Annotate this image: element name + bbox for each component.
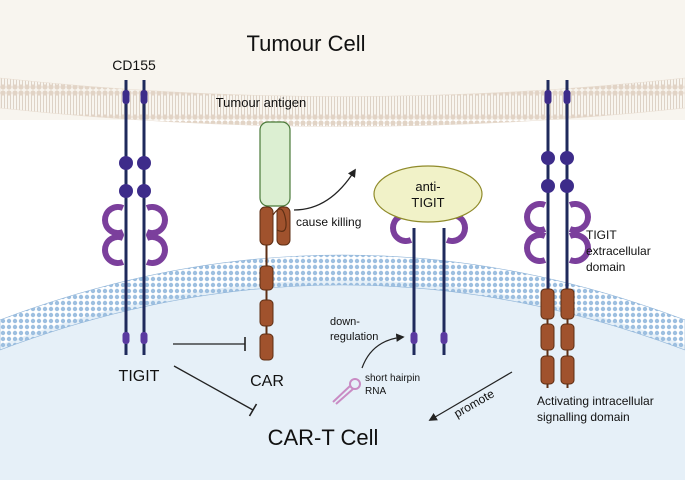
shrna-label-line2: RNA [365,386,386,397]
cd155-tm-left-1 [122,90,130,104]
cd155-node [560,151,574,165]
cd155-node [560,179,574,193]
t-cell-body [0,280,685,480]
tigit-tm-left-1 [122,332,130,344]
car-domain [259,299,274,327]
tigit-arc [568,232,591,264]
cd155-node [137,156,151,170]
tigit-tm-left-2 [140,332,148,344]
t-cell-membrane [0,254,685,351]
activating-domain [540,355,555,385]
car-domain [259,333,274,361]
tigit-tm-mid-2 [440,332,448,344]
tigit-arc [145,204,168,236]
car-domain [276,206,291,246]
tigit-arc [568,201,591,233]
cd155-node [541,151,555,165]
tigit-inhibits-car [173,337,246,351]
down-regulation-arrow [361,333,405,369]
tigit-tm-mid-1 [410,332,418,344]
promote-arrow [428,371,513,421]
cause-killing-label: cause killing [296,215,361,229]
car-label: CAR [250,373,284,390]
car-linker [272,208,287,232]
cd155-node [119,156,133,170]
cd155-tm-right-1 [544,90,552,104]
anti-tigit-label-line1: anti- [415,179,440,194]
cd155-node [137,184,151,198]
tigit-ext-label-line1: TIGIT [586,228,617,242]
activating-label-line2: signalling domain [537,410,630,424]
tumour-cell-membrane [0,77,685,127]
activating-domain [540,323,555,351]
shrna-icon [332,378,361,405]
tigit-ext-label-line3: domain [586,260,625,274]
tigit-car-chimera-right [524,80,591,388]
cd155-node [541,179,555,193]
car-t-cell-title: CAR-T Cell [268,425,379,450]
cd155-tm-right-2 [563,90,571,104]
tumour-cell-title: Tumour Cell [247,31,366,56]
cd155-label: CD155 [112,57,156,73]
shrna-label-line1: short hairpin [365,373,420,384]
tigit-arc [145,234,168,266]
activating-domain [560,288,575,320]
cd155-node [119,184,133,198]
cause-killing-arrow [293,168,356,211]
tigit-arc [524,232,547,264]
cd155-tm-left-2 [140,90,148,104]
anti-tigit-label-line2: TIGIT [411,195,444,210]
tigit-arc [524,201,547,233]
tigit-arc [102,234,125,266]
down-regulation-label-line2: regulation [330,331,378,343]
activating-domain [540,288,555,320]
tigit-inhibits-car-t-cell [173,365,258,417]
tigit-ext-label-line2: extracellular [586,244,651,258]
activating-label-line1: Activating intracellular [537,394,654,408]
anti-tigit-antibody [373,165,483,223]
tumour-antigen [259,121,291,207]
car-receptor [259,206,291,361]
down-regulation-label-line1: down- [330,316,360,328]
tumour-antigen-label: Tumour antigen [216,95,307,110]
tigit-label: TIGIT [119,368,160,385]
cd155-tigit-complex-left [102,80,168,355]
activating-domain [560,323,575,351]
activating-domain [560,355,575,385]
tigit-arc [102,204,125,236]
car-domain [259,265,274,291]
anti-tigit-blocked-tigit [373,165,483,355]
car-domain [259,206,274,246]
